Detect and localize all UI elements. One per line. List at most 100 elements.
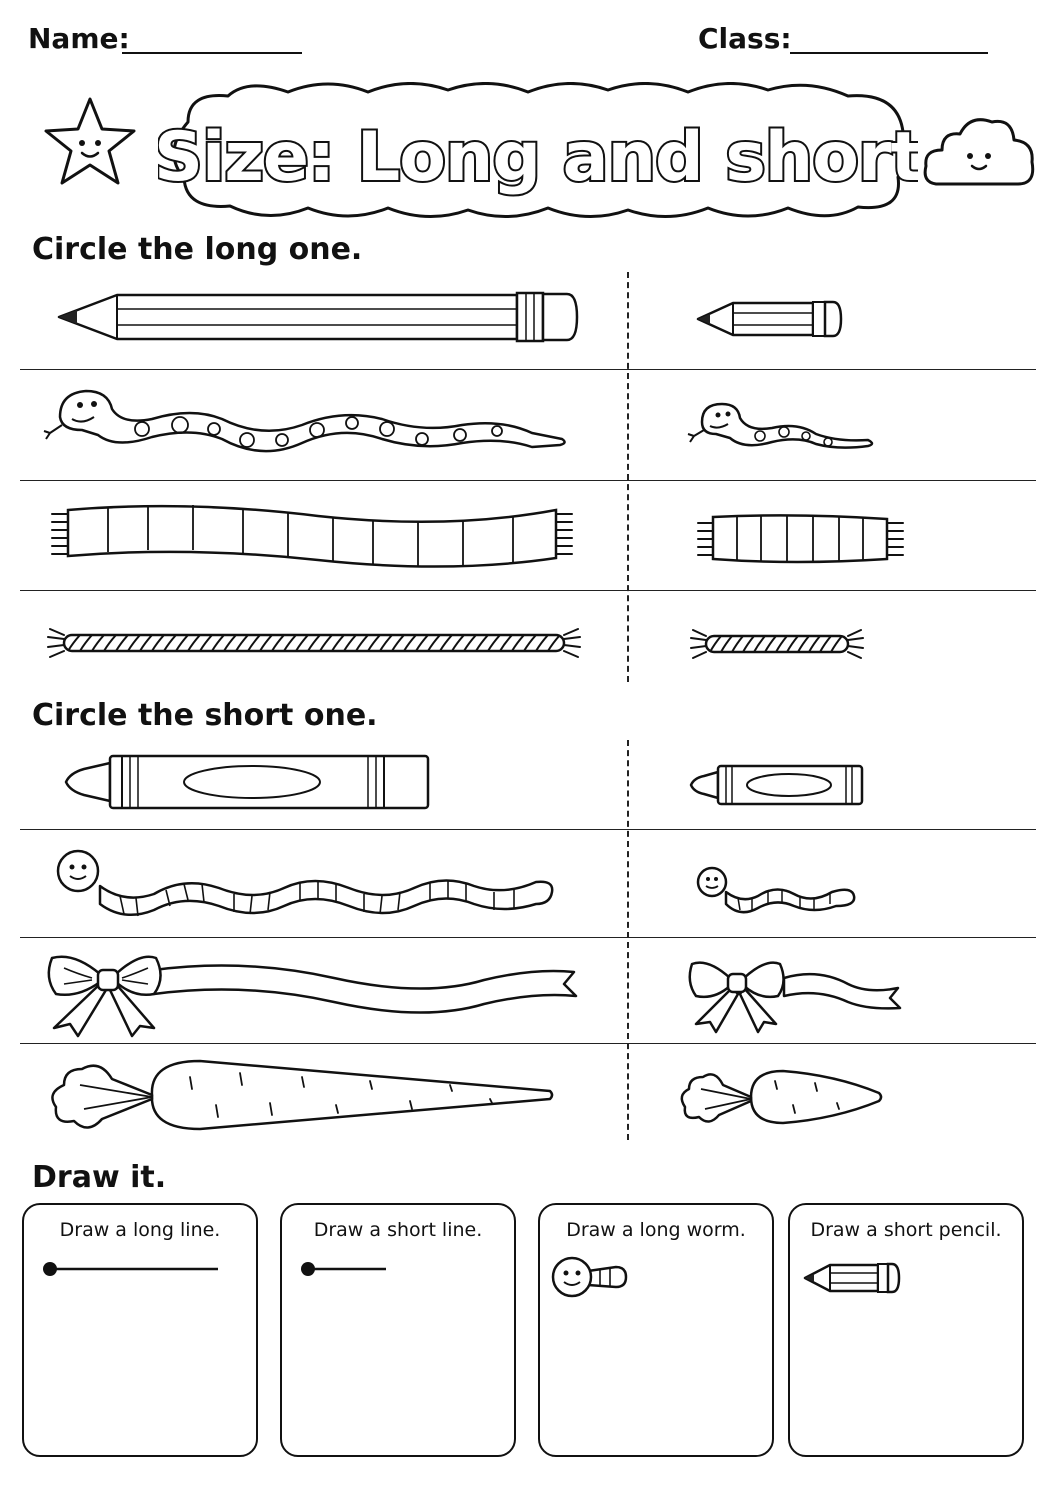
rope-twist	[819, 635, 832, 653]
pencil-short[interactable]	[695, 300, 845, 342]
dot-line-short-icon	[301, 1262, 386, 1276]
rope-twist	[259, 634, 273, 652]
crayon-long[interactable]	[62, 753, 434, 815]
rope-twist	[163, 634, 177, 652]
section-heading-draw: Draw it.	[32, 1160, 167, 1195]
rope-twist	[487, 634, 501, 652]
rope-twist	[319, 634, 333, 652]
rope-twist	[115, 634, 129, 652]
section-heading-long: Circle the long one.	[32, 232, 363, 267]
rope-twist	[415, 634, 429, 652]
rope-twist	[475, 634, 489, 652]
rope-twist	[742, 635, 755, 653]
rope-twist	[427, 634, 441, 652]
row-divider	[20, 590, 1036, 591]
rope-twist	[343, 634, 357, 652]
rope-twist	[151, 634, 165, 652]
draw-box-short-pencil[interactable]: Draw a short pencil.	[788, 1203, 1024, 1457]
rope-twist	[175, 634, 189, 652]
ribbon-short[interactable]	[688, 954, 903, 1038]
rope-twist	[187, 634, 201, 652]
row-divider	[20, 829, 1036, 830]
title-banner: Size: Long and short	[158, 82, 918, 222]
rope-twist	[720, 635, 733, 653]
cloud-icon	[922, 110, 1036, 190]
rope-twist	[403, 634, 417, 652]
carrot-short[interactable]	[675, 1065, 885, 1133]
rope-twist	[331, 634, 345, 652]
rope-twist	[355, 634, 369, 652]
rope-twist	[223, 634, 237, 652]
draw-label: Draw a short line.	[313, 1219, 483, 1241]
worksheet-title: Size: Long and short	[158, 118, 918, 197]
rope-twist	[830, 635, 843, 653]
rope-twist	[103, 634, 117, 652]
rope-twist	[307, 634, 321, 652]
class-label: Class:	[698, 22, 792, 55]
rope-twist	[709, 635, 722, 653]
row-divider	[20, 369, 1036, 370]
snake-long[interactable]	[42, 385, 572, 469]
rope-twist	[379, 634, 393, 652]
rope-twist	[283, 634, 297, 652]
row-divider	[20, 480, 1036, 481]
scarf-long[interactable]	[48, 500, 578, 574]
rope-twist	[67, 634, 81, 652]
rope-twist	[764, 635, 777, 653]
draw-label: Draw a long line.	[59, 1219, 221, 1241]
worm-short[interactable]	[696, 864, 861, 918]
worm-long[interactable]	[54, 846, 559, 922]
rope-twist	[797, 635, 810, 653]
rope-twist	[775, 635, 788, 653]
rope-twist	[547, 634, 561, 652]
star-icon	[42, 95, 138, 187]
rope-twist	[139, 634, 153, 652]
rope-long[interactable]	[46, 625, 581, 665]
draw-box-long-line[interactable]: Draw a long line.	[22, 1203, 258, 1457]
class-field[interactable]	[790, 52, 988, 54]
draw-label: Draw a short pencil.	[810, 1219, 1002, 1241]
rope-twist	[535, 634, 549, 652]
carrot-long[interactable]	[40, 1055, 555, 1139]
draw-box-short-line[interactable]: Draw a short line.	[280, 1203, 516, 1457]
row-divider	[20, 1043, 1036, 1044]
rope-twist	[499, 634, 513, 652]
rope-twist	[271, 634, 285, 652]
column-divider	[627, 740, 629, 1140]
crayon-short[interactable]	[688, 764, 866, 810]
pencil-long[interactable]	[55, 291, 580, 346]
dot-line-long-icon	[43, 1262, 218, 1276]
rope-twist	[463, 634, 477, 652]
rope-short[interactable]	[690, 627, 865, 665]
rope-twist	[211, 634, 225, 652]
rope-twist	[79, 634, 93, 652]
scarf-short[interactable]	[695, 513, 907, 567]
rope-twist	[199, 634, 213, 652]
rope-twist	[367, 634, 381, 652]
section-heading-short: Circle the short one.	[32, 698, 378, 733]
draw-box-long-worm[interactable]: Draw a long worm.	[538, 1203, 774, 1457]
rope-twist	[439, 634, 453, 652]
pencil-icon	[803, 1262, 901, 1294]
ribbon-long[interactable]	[44, 948, 579, 1042]
rope-twist	[786, 635, 799, 653]
rope-twist	[295, 634, 309, 652]
column-divider	[627, 272, 629, 682]
snake-short[interactable]	[687, 398, 878, 464]
rope-twist	[808, 635, 821, 653]
name-label: Name:	[28, 22, 130, 55]
rope-twist	[511, 634, 525, 652]
rope-twist	[91, 634, 105, 652]
worm-head-icon	[551, 1256, 628, 1298]
draw-label: Draw a long worm.	[566, 1219, 746, 1241]
rope-twist	[753, 635, 766, 653]
rope-twist	[731, 635, 744, 653]
rope-twist	[127, 634, 141, 652]
rope-twist	[235, 634, 249, 652]
rope-twist	[391, 634, 405, 652]
name-field[interactable]	[122, 52, 302, 54]
rope-twist	[451, 634, 465, 652]
rope-twist	[247, 634, 261, 652]
row-divider	[20, 937, 1036, 938]
rope-twist	[523, 634, 537, 652]
